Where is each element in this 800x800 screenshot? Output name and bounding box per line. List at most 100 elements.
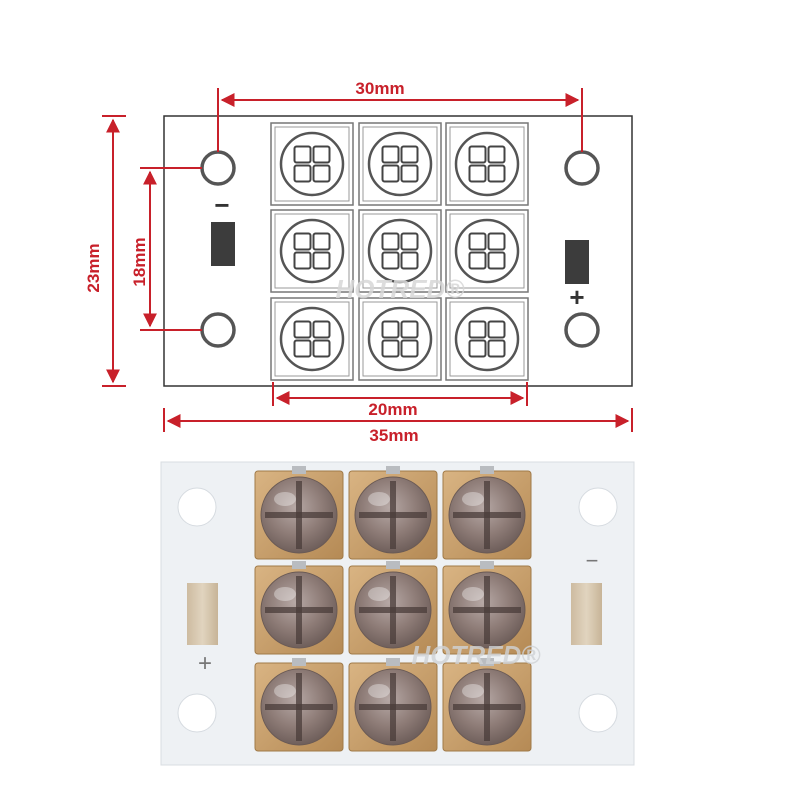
board-photo: + − HOTRED® [160,461,635,766]
photo-led-3-2 [348,658,438,752]
photo-led-cross-h [359,607,427,613]
photo-led-1-2 [348,466,438,560]
led-die [293,339,312,358]
photo-polarity-plus: + [198,650,212,677]
led-die [487,320,506,339]
led-inner-outline [449,213,525,289]
led-lens-outline [279,306,345,372]
led-die [312,232,331,251]
photo-led-tab [292,658,306,666]
led-die [381,164,400,183]
led-die [487,251,506,270]
led-inner-outline [362,213,438,289]
photo-led-tab [480,658,494,666]
photo-led-tab [386,561,400,569]
led-2-1 [270,209,354,293]
photo-led-2-2 [348,561,438,655]
led-2-2 [358,209,442,293]
mounting-hole-top-right [564,150,600,186]
solder-pad-left [211,222,235,266]
photo-led-cross-h [453,704,521,710]
led-die [487,145,506,164]
photo-pad-left [187,583,218,645]
led-inner-outline [362,301,438,377]
led-grid-photo [254,466,532,752]
led-die [468,145,487,164]
polarity-minus-label: − [214,190,229,220]
led-die [381,339,400,358]
led-lens-outline [454,131,520,197]
photo-led-1-1 [254,466,344,560]
led-lens-outline [279,131,345,197]
photo-led-2-1 [254,561,344,655]
led-die [293,145,312,164]
led-inner-outline [449,301,525,377]
photo-led-highlight [368,587,390,601]
led-die [381,320,400,339]
photo-hole-top-right [578,487,618,527]
led-2-3 [445,209,529,293]
led-die [312,320,331,339]
led-die [468,232,487,251]
photo-led-1-3 [442,466,532,560]
led-1-3 [445,122,529,206]
led-inner-outline [274,213,350,289]
photo-led-highlight [368,492,390,506]
led-3-1 [270,297,354,381]
led-inner-outline [449,126,525,202]
photo-led-cross-h [265,512,333,518]
dimension-18mm [140,167,202,331]
led-die [293,251,312,270]
led-die [400,320,419,339]
led-die [293,320,312,339]
mounting-hole-bottom-left [200,312,236,348]
dimension-35mm [163,408,633,432]
led-die [293,164,312,183]
led-die [468,164,487,183]
dimension-23mm [102,115,126,387]
led-inner-outline [362,126,438,202]
photo-hole-bottom-right [578,693,618,733]
photo-led-tab [292,561,306,569]
led-die [381,145,400,164]
photo-hole-top-left [177,487,217,527]
watermark-drawing: HOTRED® [336,274,466,304]
dimension-20mm [272,382,528,406]
photo-pad-right [571,583,602,645]
led-die [312,145,331,164]
technical-drawing: − + HOTRED® 30mm 23mm 18mm [84,79,633,445]
led-lens-outline [367,306,433,372]
photo-led-cross-h [359,512,427,518]
solder-pad-right [565,240,589,284]
led-die [312,251,331,270]
led-die [468,339,487,358]
led-3-3 [445,297,529,381]
photo-led-tab [480,561,494,569]
photo-polarity-minus: − [586,548,599,573]
photo-led-2-3 [442,561,532,655]
photo-led-3-3 [442,658,532,752]
led-die [381,232,400,251]
led-inner-outline [274,301,350,377]
mounting-hole-bottom-right [564,312,600,348]
led-die [381,251,400,270]
led-inner-outline [274,126,350,202]
photo-led-highlight [368,684,390,698]
photo-led-tab [386,466,400,474]
photo-led-3-1 [254,658,344,752]
led-die [400,164,419,183]
led-3-2 [358,297,442,381]
photo-led-highlight [462,587,484,601]
polarity-plus-label: + [569,282,584,312]
led-grid-drawing [270,122,529,381]
photo-led-highlight [462,492,484,506]
led-die [293,232,312,251]
photo-led-highlight [462,684,484,698]
photo-hole-bottom-left [177,693,217,733]
led-lens-outline [367,131,433,197]
mounting-hole-top-left [200,150,236,186]
led-lens-outline [454,306,520,372]
dimension-23mm-label: 23mm [84,243,103,292]
